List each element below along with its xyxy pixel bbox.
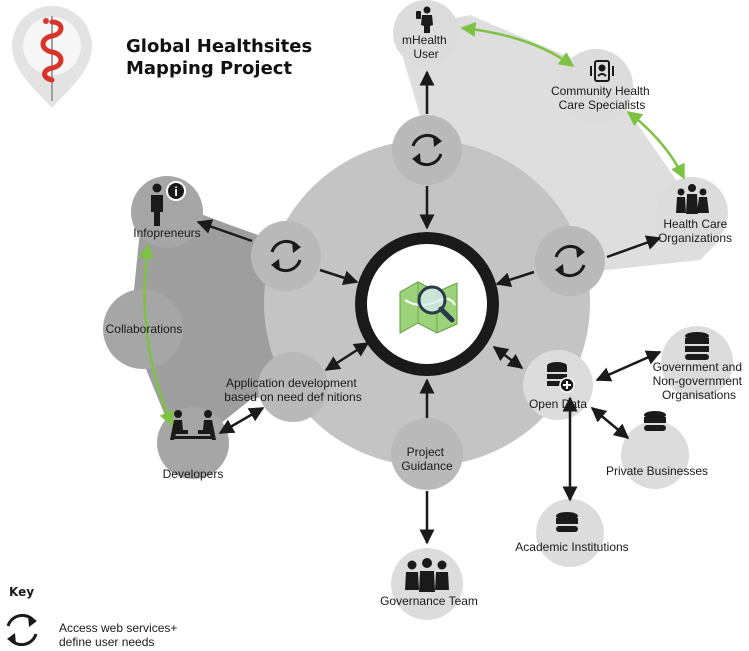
node-guidance-bg [391, 418, 463, 490]
refresh-cycle-icon [411, 133, 443, 167]
database-icon [685, 332, 709, 360]
label-community-health: Community Health Care Specialists [551, 84, 653, 112]
label-health-care-orgs: Health Care Organizations [658, 217, 732, 245]
refresh-cycle-icon [270, 239, 302, 273]
group-people-icon [405, 558, 449, 592]
key-title: Key [9, 585, 34, 599]
node-academic-bg [536, 499, 604, 567]
label-collaborations: Collaborations [106, 322, 183, 336]
node-gov-bg [661, 326, 733, 398]
database-icon [556, 512, 578, 532]
refresh-cycle-icon [554, 244, 586, 278]
label-open-data: Open Data [529, 397, 587, 411]
cycle-node-right [535, 226, 605, 296]
label-project-guidance: Project Guidance [401, 445, 453, 473]
group-family-icon [676, 184, 709, 214]
refresh-cycle-icon [6, 613, 38, 647]
node-community-bg [559, 49, 633, 123]
svg-text:i: i [174, 184, 178, 199]
person-info-icon: i [151, 181, 186, 226]
label-private-businesses: Private Businesses [606, 464, 708, 478]
node-private-bg [621, 421, 689, 489]
green-link-community-hco [626, 111, 686, 180]
person-phone-icon [416, 6, 433, 33]
label-governance-team: Governance Team [380, 594, 478, 608]
light-region [395, 15, 720, 275]
label-app-development: Application development based on need de… [224, 376, 361, 404]
database-icon [644, 411, 666, 431]
node-appdev-bg [258, 352, 328, 422]
key-description: Access web services+ define user needs [59, 621, 181, 649]
arrows [196, 70, 662, 545]
label-mhealth-user: mHealth User [402, 33, 450, 61]
label-infopreneurs: Infopreneurs [133, 226, 200, 240]
label-developers: Developers [163, 467, 224, 481]
label-gov-orgs: Government and Non-government Organisati… [653, 360, 746, 402]
green-link-infopreneurs-developers [138, 243, 174, 427]
label-academic: Academic Institutions [515, 540, 628, 554]
page-title-line1: Global Healthsites [126, 36, 312, 57]
cycle-node-top [392, 115, 462, 185]
caduceus-icon [12, 6, 92, 108]
cycle-node-left [251, 221, 321, 291]
developers-desk-icon [170, 410, 216, 440]
mobile-person-icon [590, 60, 614, 82]
green-link-mhealth-community [460, 21, 575, 68]
map-magnifier-icon [399, 281, 458, 334]
page-title-line2: Mapping Project [126, 58, 292, 79]
database-plus-icon [547, 362, 575, 393]
